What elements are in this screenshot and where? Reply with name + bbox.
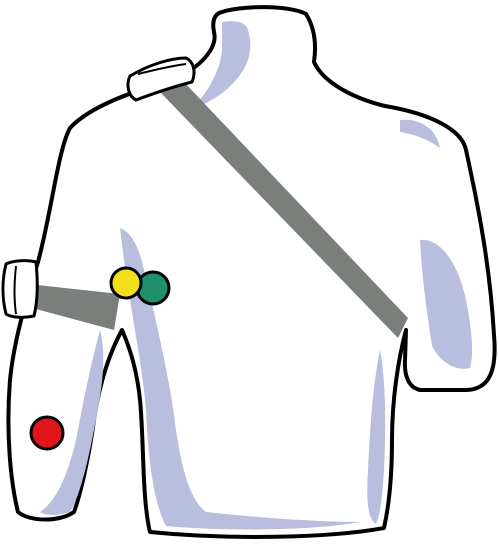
neck-shading bbox=[190, 21, 251, 110]
red-marker bbox=[29, 415, 65, 451]
chest-shading bbox=[120, 228, 360, 530]
green-marker bbox=[135, 270, 171, 306]
upper-arm-sensor-edge bbox=[13, 265, 17, 315]
right-arm-shading bbox=[420, 239, 473, 369]
shoulder-sensor-edge bbox=[137, 63, 187, 75]
shoulder-shading bbox=[400, 119, 440, 148]
shoulder-sensor bbox=[126, 56, 196, 102]
torso-right-shading bbox=[367, 350, 386, 524]
upper-arm-sensor-body bbox=[1, 259, 39, 319]
yellow-marker bbox=[109, 266, 143, 300]
shoulder-sensor-body bbox=[126, 56, 196, 102]
chest-strap bbox=[160, 80, 408, 338]
forearm-shading bbox=[40, 330, 104, 515]
upper-arm-sensor bbox=[1, 259, 39, 319]
arm-strap bbox=[28, 284, 120, 330]
